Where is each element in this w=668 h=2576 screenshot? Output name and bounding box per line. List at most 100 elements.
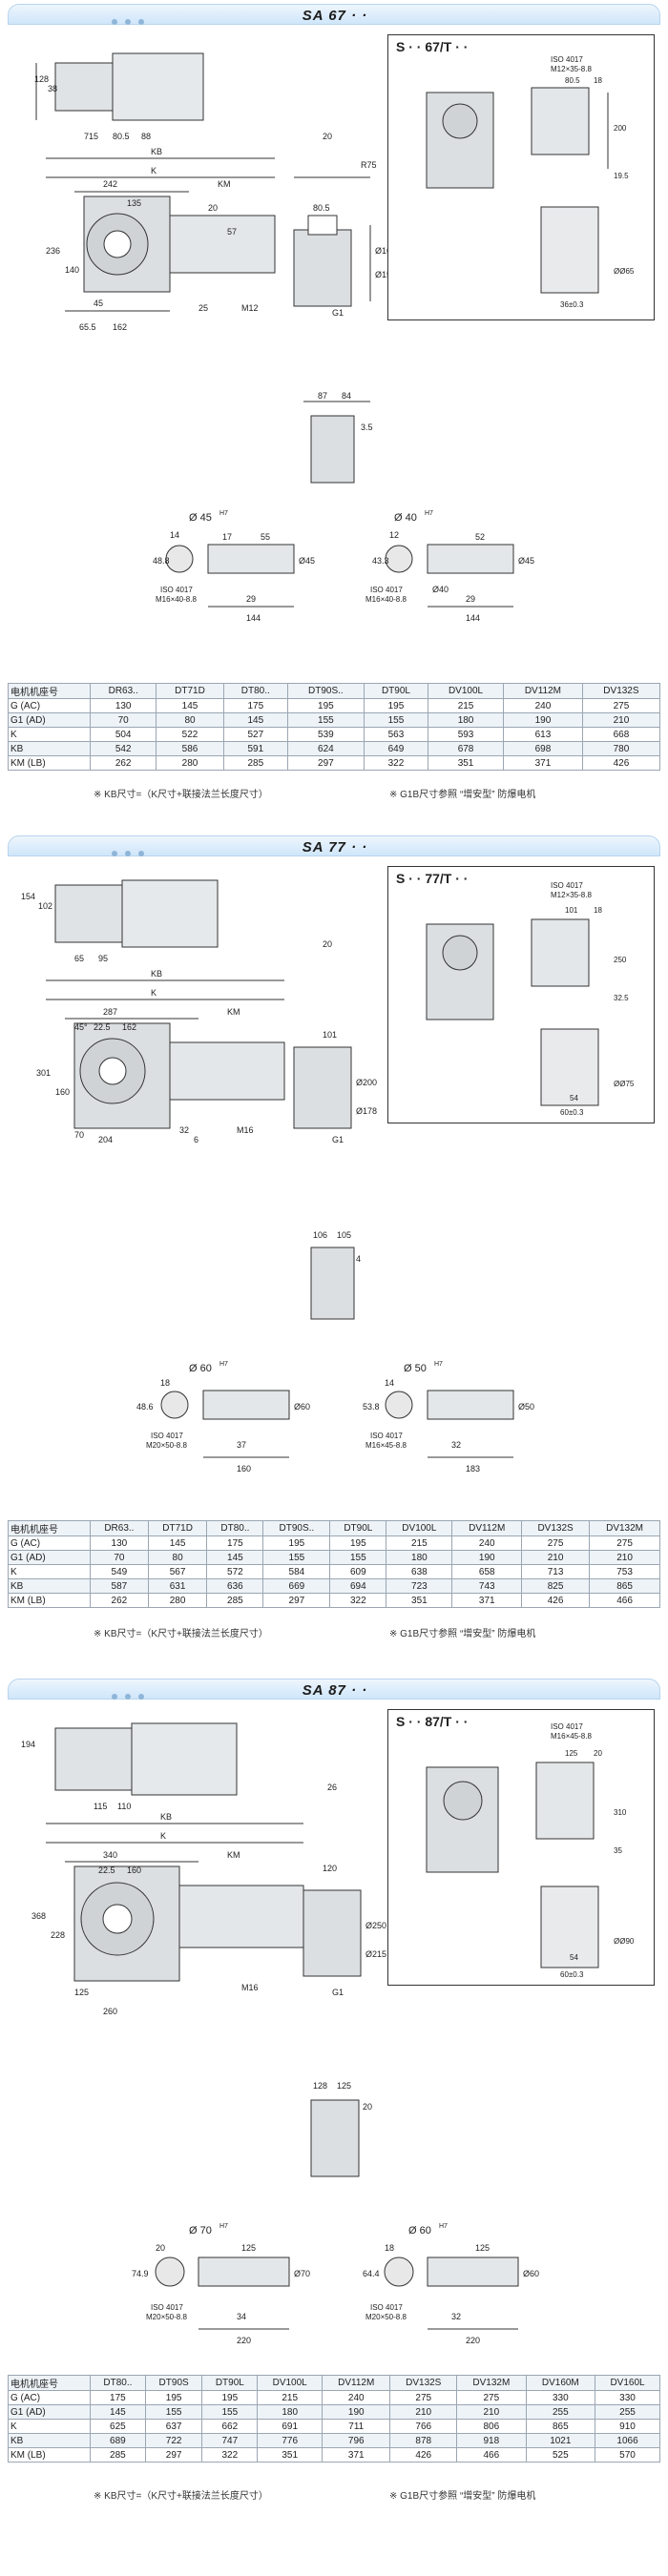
dim-label: KB (151, 969, 162, 979)
shaft-tol-label: H7 (434, 1361, 443, 1368)
table-cell: 210 (389, 2404, 458, 2420)
table-cell: 747 (201, 2433, 259, 2448)
dim-label: 26 (327, 1783, 337, 1792)
dim-label: 260 (103, 2007, 117, 2016)
bolt-spec-label: ISO 4017 (551, 1722, 583, 1731)
inset-detail: S · · 77/T · · ISO 4017 M12×35-8.8 101 1… (387, 866, 655, 1123)
table-cell: 371 (322, 2447, 391, 2463)
table-cell: 240 (451, 1535, 523, 1551)
dim-label: 125 (337, 2081, 351, 2091)
dim-label: KM (218, 179, 231, 189)
table-cell: 691 (257, 2419, 324, 2434)
dim-label: 125 (565, 1749, 578, 1758)
table-header-cell: DT90S.. (286, 683, 365, 699)
dim-label: 55 (261, 532, 270, 542)
table-cell: 466 (589, 1593, 660, 1608)
table-cell: 572 (206, 1564, 264, 1579)
dim-label: 102 (38, 901, 52, 911)
shaft-dia-label: Ø 45 (189, 512, 212, 524)
dim-label: 128 (313, 2081, 327, 2091)
dim-label: ØØ90 (614, 1937, 635, 1946)
note-kb: ※ KB尺寸=（K尺寸+联接法兰长度尺寸） (94, 2491, 268, 2502)
dim-label: 17 (222, 532, 232, 542)
note-g1b: ※ G1B尺寸参照 “增安型” 防爆电机 (389, 2491, 536, 2502)
table-cell: 80 (156, 712, 224, 728)
dim-label: Ø50 (518, 1402, 534, 1412)
table-header-cell: DV112M (322, 2375, 391, 2391)
dim-label: 110 (117, 1802, 131, 1811)
technical-drawing: 194 115 110 KB K 340 KM 22.5 160 368 228… (8, 1700, 660, 2367)
table-cell: 563 (363, 727, 429, 742)
table-cell: 918 (456, 2433, 527, 2448)
table-cell: 466 (456, 2447, 527, 2463)
section-sa87: SA 87 · · (8, 1679, 660, 2566)
decor-dots (112, 844, 152, 861)
dim-label: 25 (198, 303, 208, 313)
dim-label: 84 (342, 391, 351, 401)
table-header-cell: DT80.. (222, 683, 288, 699)
dim-label: 220 (466, 2336, 480, 2345)
table-cell: 743 (451, 1578, 523, 1594)
dim-label: 19.5 (614, 172, 629, 180)
table-cell: 297 (286, 755, 365, 771)
table-cell: 766 (389, 2419, 458, 2434)
table-header-row: 电机机座号 DT80.. DT90S DT90L DV100L DV112M D… (8, 2375, 660, 2391)
table-header-cell: DV100L (257, 2375, 324, 2391)
dim-label: G1 (332, 1988, 344, 1997)
bolt-spec-label: ISO 4017 (370, 1432, 403, 1440)
table-cell: 796 (322, 2433, 391, 2448)
dim-label: 18 (385, 2243, 394, 2253)
dim-label: R75 (361, 160, 377, 170)
table-header-cell: DV132S (389, 2375, 458, 2391)
dim-label: 36±0.3 (560, 300, 584, 309)
spec-table: 电机机座号 DR63.. DT71D DT80.. DT90S.. DT90L … (8, 1520, 660, 1608)
table-row: KB 689 722 747 776 796 878 918 1021 1066 (8, 2433, 660, 2448)
dim-label: Ø200 (356, 1078, 377, 1087)
table-cell: 322 (329, 1593, 387, 1608)
shaft-dia-label: Ø 70 (189, 2225, 212, 2236)
note-kb: ※ KB尺寸=（K尺寸+联接法兰长度尺寸） (94, 790, 268, 800)
table-cell: 190 (451, 1550, 523, 1565)
table-cell: 130 (90, 1535, 149, 1551)
inset-detail: S · · 67/T · · ISO 4017 M12×35-8.8 80.5 … (387, 34, 655, 320)
table-cell: 586 (156, 741, 224, 756)
table-header-cell: 电机机座号 (8, 2375, 91, 2391)
table-cell: 542 (89, 741, 157, 756)
section-title: SA 77 · · (302, 839, 368, 855)
inset-title: S · · 87/T · · (396, 1714, 469, 1729)
table-cell: 723 (386, 1578, 453, 1594)
dim-label: G1 (332, 1135, 344, 1144)
section-title: SA 67 · · (302, 8, 368, 24)
dim-label: 12 (389, 530, 399, 540)
section-sa67: SA 67 · · (8, 4, 661, 811)
table-cell: 215 (257, 2390, 324, 2405)
dim-label: 310 (614, 1808, 627, 1817)
table-cell: 195 (201, 2390, 259, 2405)
table-cell: 522 (156, 727, 224, 742)
dim-label: Ø155 (375, 270, 396, 279)
drawing-svg: 154 102 65 95 KB K 287 KM 22.5 162 45° 3… (21, 879, 534, 1473)
table-header-cell: DV100L (428, 683, 504, 699)
table-cell: KB (8, 741, 91, 756)
shaft-dia-label: Ø 60 (408, 2225, 431, 2236)
dim-label: K (160, 1831, 166, 1841)
table-cell: 275 (589, 1535, 660, 1551)
table-header-cell: DT90L (201, 2375, 259, 2391)
dim-label: 236 (46, 246, 60, 256)
dim-label: 106 (313, 1230, 327, 1240)
dim-label: Ø215 (365, 1949, 386, 1959)
note-kb: ※ KB尺寸=（K尺寸+联接法兰长度尺寸） (94, 1629, 268, 1639)
dim-label: 95 (98, 954, 108, 963)
dim-label: 20 (323, 132, 332, 141)
dim-label: 20 (594, 1749, 602, 1758)
dim-label: K (151, 988, 157, 998)
table-cell: 280 (156, 755, 224, 771)
dim-label: 74.9 (132, 2269, 149, 2278)
table-cell: 426 (389, 2447, 458, 2463)
table-cell: 190 (322, 2404, 391, 2420)
dim-label: 20 (208, 203, 218, 213)
table-cell: 297 (144, 2447, 203, 2463)
inset-detail: S · · 87/T · · ISO 4017 M16×45-8.8 125 2… (387, 1709, 655, 1986)
table-row: G1 (AD) 145 155 155 180 190 210 210 255 … (8, 2404, 660, 2420)
table-header-cell: DV112M (503, 683, 583, 699)
